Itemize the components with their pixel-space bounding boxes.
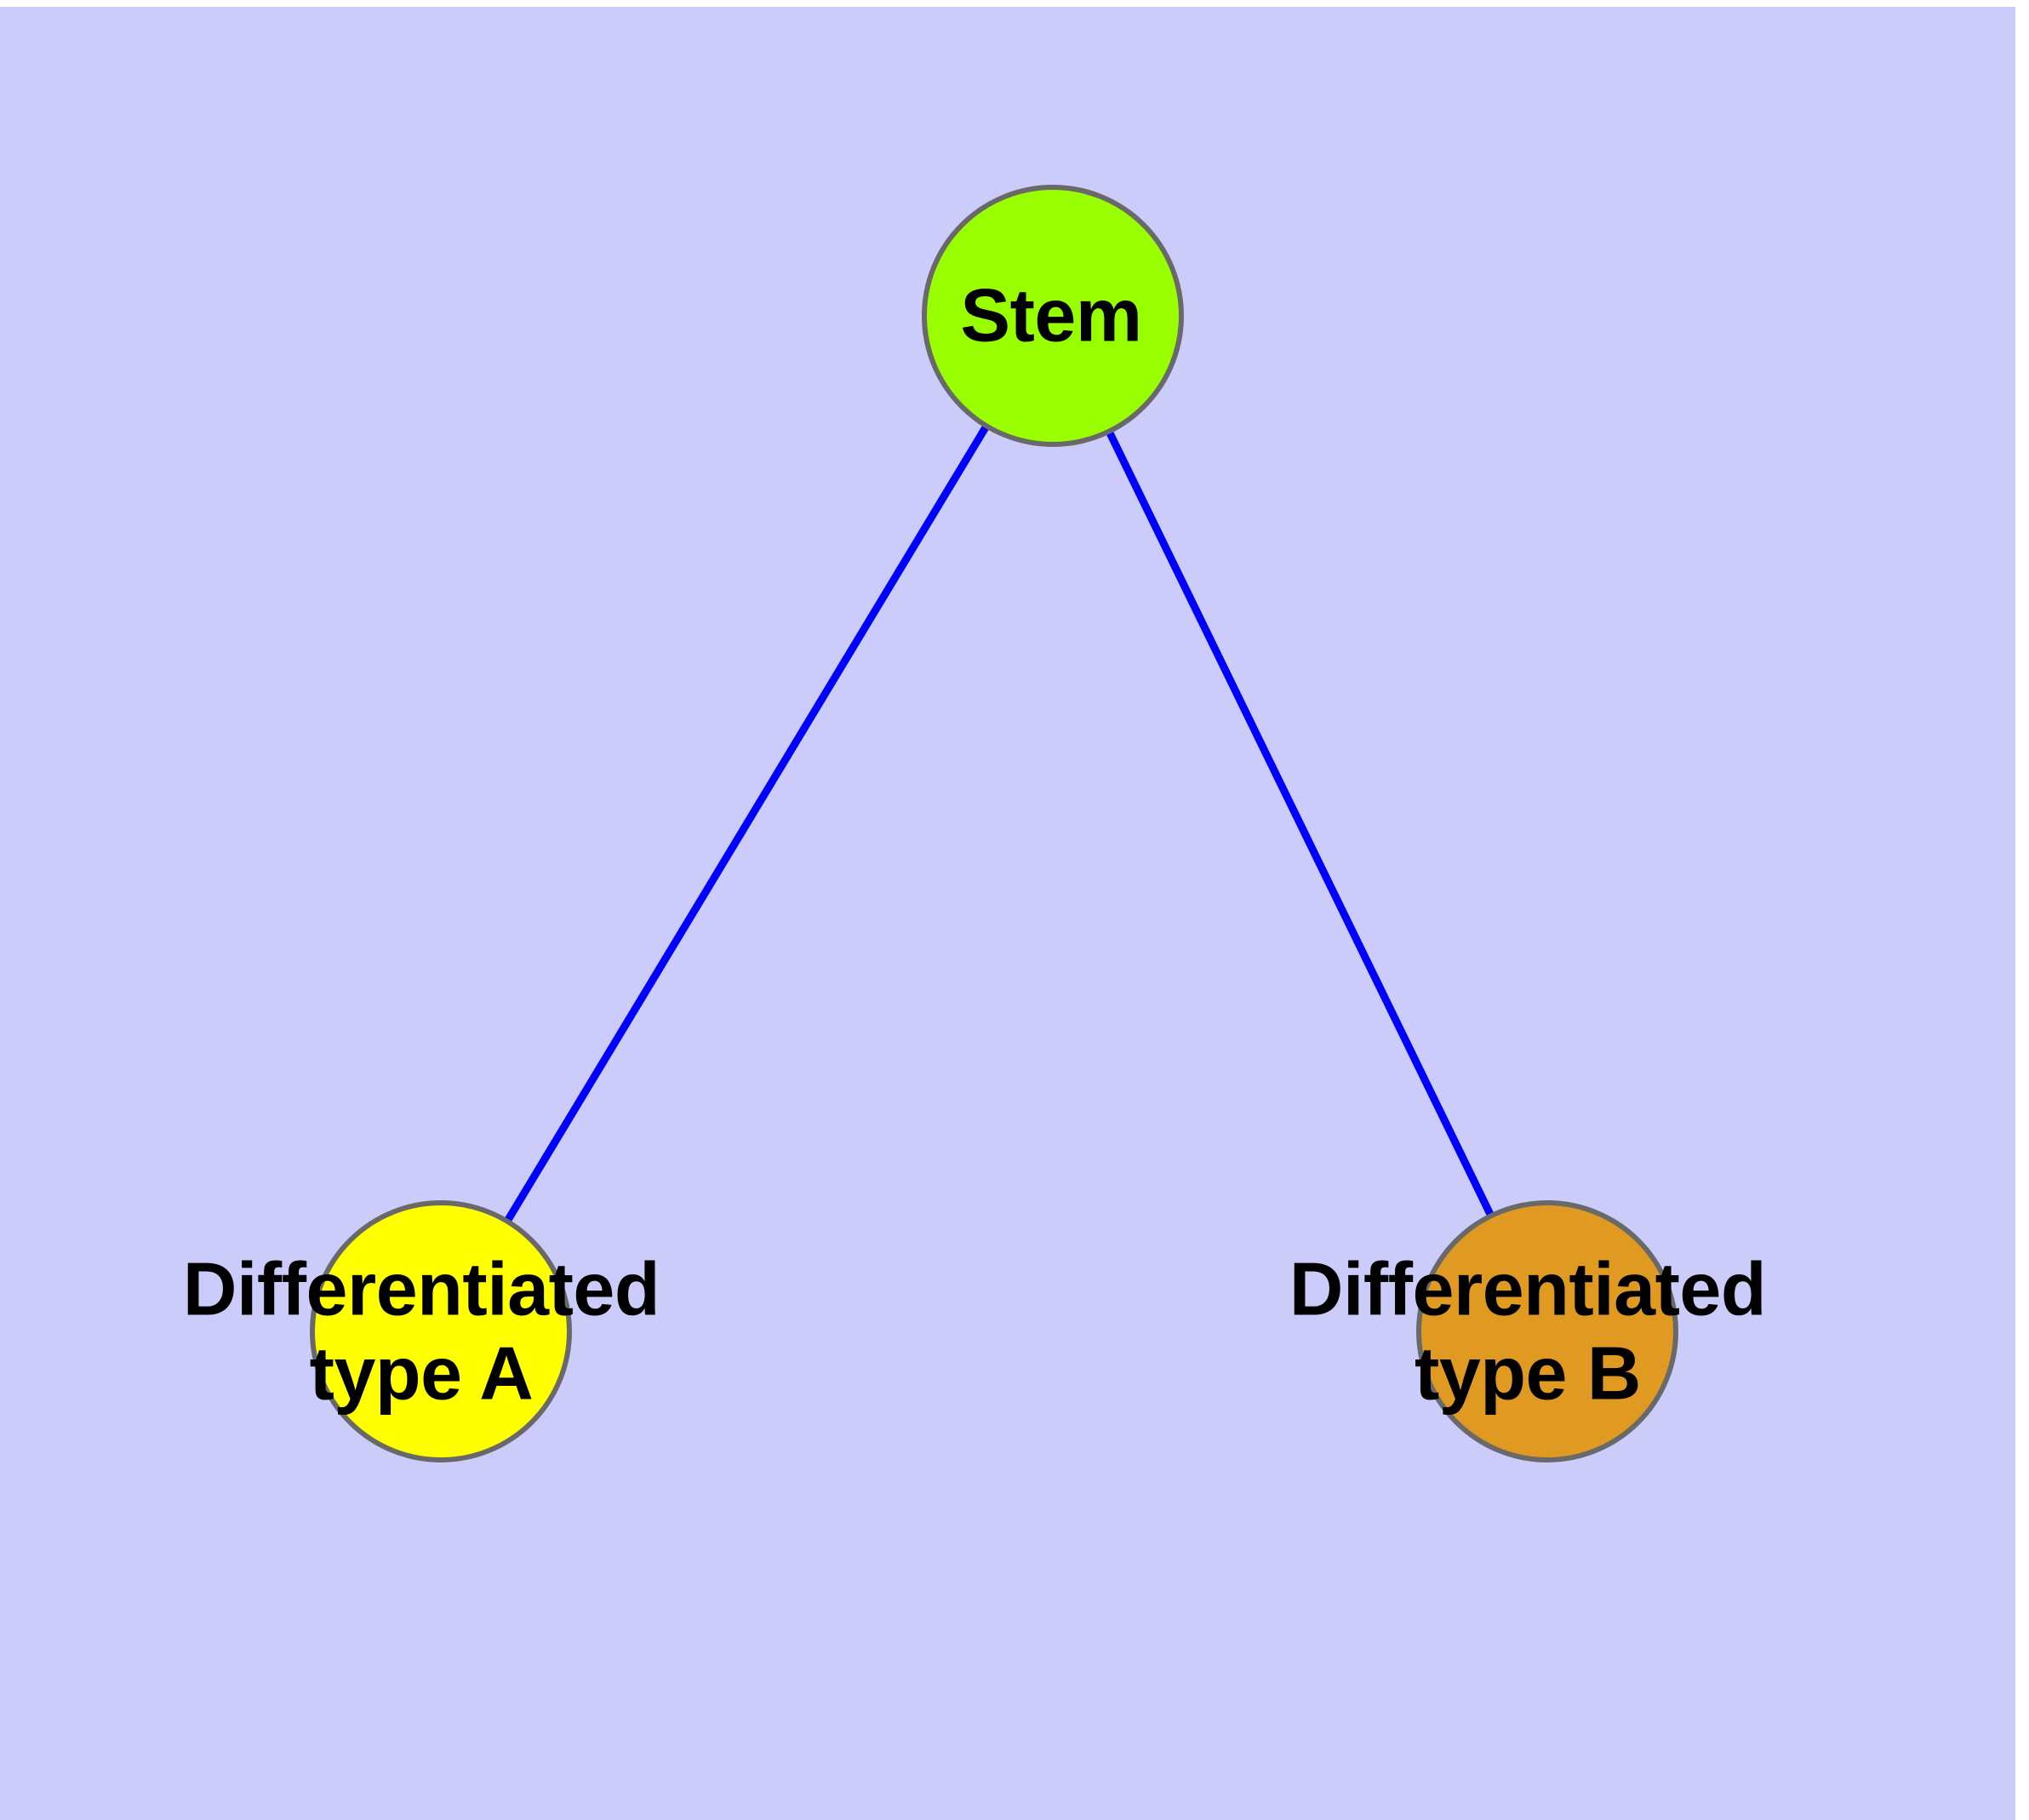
node-stem[interactable] xyxy=(922,185,1184,447)
node-diff_b[interactable] xyxy=(1416,1200,1678,1462)
edge-layer xyxy=(503,422,1495,1225)
edge-stem-diff-a[interactable] xyxy=(503,422,991,1225)
node-diff_a[interactable] xyxy=(310,1200,572,1462)
edge-stem-diff-b[interactable] xyxy=(1105,427,1495,1220)
cell-differentiation-graph xyxy=(310,185,1678,1462)
node-layer xyxy=(310,185,1678,1462)
